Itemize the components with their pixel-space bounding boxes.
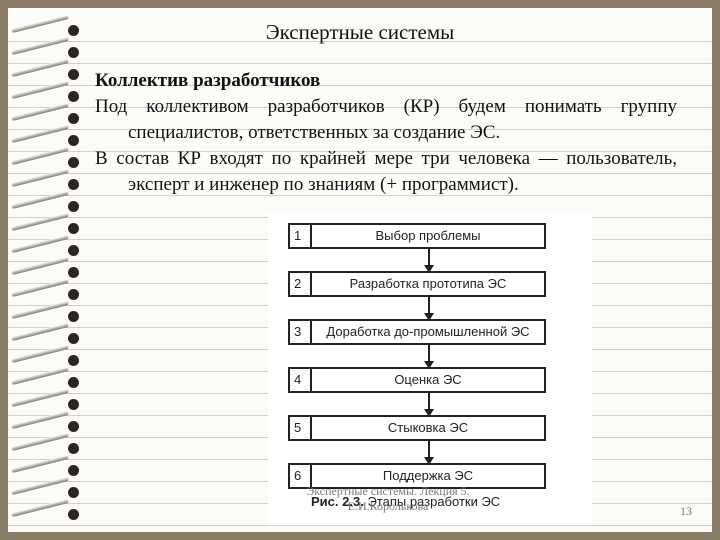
- flow-arrow: [424, 297, 434, 321]
- stage-number: 5: [290, 417, 312, 439]
- spiral-ring: [11, 15, 84, 42]
- binding-hole: [68, 223, 79, 234]
- stage-number: 1: [290, 225, 312, 247]
- slide-body: Коллектив разработчиков Под коллективом …: [95, 68, 677, 198]
- spiral-ring: [11, 213, 84, 240]
- binding-hole: [68, 179, 79, 190]
- binding-hole: [68, 25, 79, 36]
- spiral-ring: [11, 499, 84, 526]
- flow-arrow: [424, 441, 434, 465]
- binding-hole: [68, 355, 79, 366]
- stage-box: 1 Выбор проблемы: [288, 223, 546, 249]
- spiral-ring: [11, 81, 84, 108]
- stage-number: 2: [290, 273, 312, 295]
- binding-hole: [68, 245, 79, 256]
- binding-hole: [68, 201, 79, 212]
- stage-label: Выбор проблемы: [375, 228, 481, 243]
- binding-hole: [68, 69, 79, 80]
- flow-arrow: [424, 345, 434, 369]
- paragraph-definition: Под коллективом разработчиков (КР) будем…: [95, 96, 677, 143]
- spiral-ring: [11, 169, 84, 196]
- spiral-ring: [11, 389, 84, 416]
- spiral-ring: [11, 147, 84, 174]
- caption-text: Этапы разработки ЭС: [367, 494, 501, 509]
- binding-hole: [68, 443, 79, 454]
- binding-hole: [68, 135, 79, 146]
- figure-caption: Рис. 2.3. Этапы разработки ЭС: [311, 494, 551, 509]
- stage-label: Доработка до-промышленной ЭС: [326, 324, 530, 339]
- stage-label: Поддержка ЭС: [382, 468, 474, 483]
- spiral-ring: [11, 433, 84, 460]
- spiral-ring: [11, 345, 84, 372]
- footer-course: Экспертные системы. Лекция 5.: [306, 484, 470, 498]
- spiral-ring: [11, 125, 84, 152]
- binding-hole: [68, 377, 79, 388]
- binding-hole: [68, 289, 79, 300]
- stage-number: 3: [290, 321, 312, 343]
- section-heading: Коллектив разработчиков: [95, 70, 321, 91]
- binding-hole: [68, 267, 79, 278]
- spiral-ring: [11, 257, 84, 284]
- stages-diagram: 1 Выбор проблемы 2 Разработка прототипа …: [268, 213, 592, 525]
- paragraph-team-composition: В состав КР входят по крайней мере три ч…: [95, 148, 677, 195]
- spiral-ring: [11, 323, 84, 350]
- slide-footer: Экспертные системы. Лекция 5. Е.И.Король…: [268, 484, 508, 514]
- stage-box: 2 Разработка прототипа ЭС: [288, 271, 546, 297]
- stage-box: 3 Доработка до-промышленной ЭС: [288, 319, 546, 345]
- spiral-ring: [11, 59, 84, 86]
- stage-label: Оценка ЭС: [394, 372, 462, 387]
- binding-hole: [68, 333, 79, 344]
- binding-hole: [68, 91, 79, 102]
- binding-hole: [68, 465, 79, 476]
- flow-arrow: [424, 393, 434, 417]
- stage-number: 6: [290, 465, 312, 487]
- binding-hole: [68, 47, 79, 58]
- binding-hole: [68, 157, 79, 168]
- spiral-ring: [11, 367, 84, 394]
- caption-number: Рис. 2.3.: [311, 494, 364, 509]
- spiral-ring: [11, 301, 84, 328]
- footer-author: Е.И.Королькова: [347, 499, 429, 513]
- spiral-ring: [11, 235, 84, 262]
- page-number: 13: [680, 504, 692, 518]
- binding-hole: [68, 311, 79, 322]
- binding-hole: [68, 113, 79, 124]
- spiral-ring: [11, 103, 84, 130]
- slide-title: Экспертные системы: [265, 20, 455, 44]
- spiral-ring: [11, 191, 84, 218]
- spiral-ring: [11, 477, 84, 504]
- spiral-ring: [11, 279, 84, 306]
- binding-hole: [68, 509, 79, 520]
- stage-label: Стыковка ЭС: [387, 420, 469, 435]
- stage-box: 6 Поддержка ЭС: [288, 463, 546, 489]
- flow-arrow: [424, 249, 434, 273]
- stage-number: 4: [290, 369, 312, 391]
- binding-hole: [68, 399, 79, 410]
- spiral-binding: [8, 15, 88, 520]
- spiral-ring: [11, 455, 84, 482]
- stage-box: 5 Стыковка ЭС: [288, 415, 546, 441]
- binding-hole: [68, 487, 79, 498]
- binding-hole: [68, 421, 79, 432]
- spiral-ring: [11, 411, 84, 438]
- stage-box: 4 Оценка ЭС: [288, 367, 546, 393]
- stage-label: Разработка прототипа ЭС: [349, 276, 507, 291]
- spiral-ring: [11, 37, 84, 64]
